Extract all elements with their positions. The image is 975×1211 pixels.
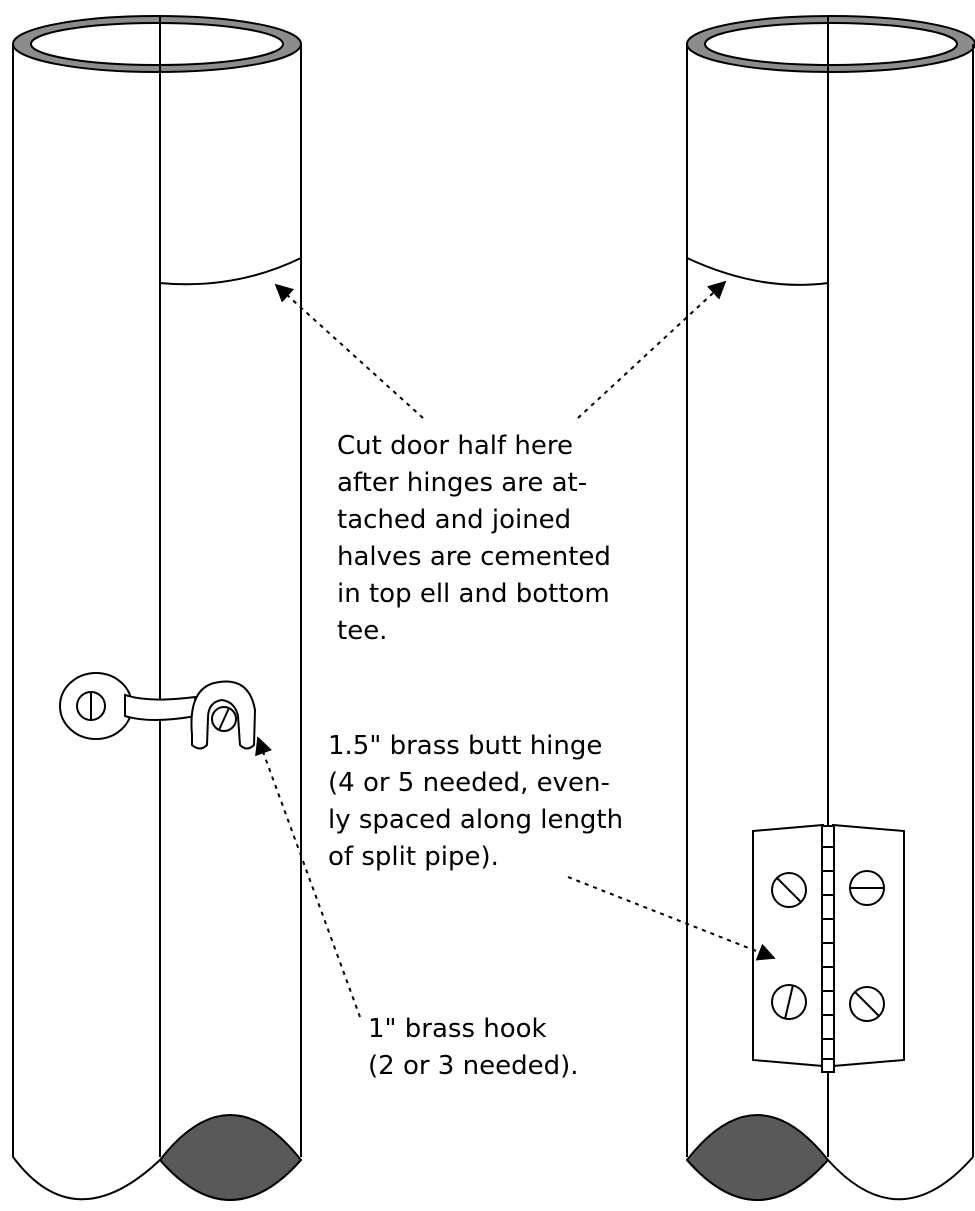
hook-body	[190, 680, 257, 750]
left-pipe-bottom-cap	[158, 1114, 303, 1201]
hinge-pin-barrel	[821, 825, 835, 1073]
hinge-screw-slot	[776, 877, 802, 903]
cut-door-callout-line: halves are cemented	[337, 542, 611, 572]
left-pipe-door-cut-line	[159, 257, 302, 286]
cut-door-callout-line: tached and joined	[337, 505, 572, 535]
left-pipe-bottom-curve-left	[12, 1156, 161, 1201]
cut-door-callout: Cut door half here after hinges are at-ta…	[337, 428, 611, 650]
hinge-screw-slot	[854, 991, 880, 1017]
hinge-callout-line: of split pipe).	[328, 842, 499, 872]
butt-hinge	[752, 823, 905, 1073]
right-pipe	[685, 15, 975, 1201]
right-pipe-bottom-cap	[685, 1114, 830, 1201]
cut-door-callout-line: Cut door half here	[337, 431, 574, 461]
hinge-screw-slot	[784, 984, 794, 1020]
hook-callout: 1" brass hook (2 or 3 needed).	[368, 1011, 579, 1085]
right-pipe-bottom-curve-right	[827, 1156, 974, 1201]
hook-callout-line: (2 or 3 needed).	[368, 1051, 579, 1081]
hinge-arrow	[567, 876, 776, 961]
cut-door-callout-line: in top ell and bottom	[337, 579, 610, 609]
hinge-callout-line: 1.5" brass butt hinge	[328, 731, 603, 761]
cut-line-left-arrow	[274, 283, 424, 419]
left-pipe	[12, 15, 303, 1201]
cut-line-right-arrow	[577, 280, 727, 419]
hook-screw-slot	[218, 707, 230, 731]
cut-door-callout-line: after hinges are at-	[337, 468, 588, 498]
brass-hook	[59, 672, 257, 750]
leader-arrows	[255, 280, 776, 1018]
right-pipe-bottom-curve-left	[686, 1159, 829, 1201]
hinge-callout-line: (4 or 5 needed, even-	[328, 768, 610, 798]
hinge-callout: 1.5" brass butt hinge (4 or 5 needed, eve…	[328, 728, 623, 876]
right-pipe-top-rim-inner	[704, 22, 958, 66]
right-pipe-door-cut-line	[686, 257, 829, 286]
hinge-callout-line: ly spaced along length	[328, 805, 624, 835]
hinge-right-leaf	[832, 823, 905, 1068]
left-pipe-top-rim-inner	[30, 22, 284, 66]
cut-door-callout-line: tee.	[337, 616, 388, 646]
hinge-left-leaf	[752, 823, 824, 1068]
left-pipe-bottom-curve-right	[159, 1159, 302, 1201]
hook-shank	[124, 693, 198, 721]
hook-callout-line: 1" brass hook	[368, 1014, 547, 1044]
